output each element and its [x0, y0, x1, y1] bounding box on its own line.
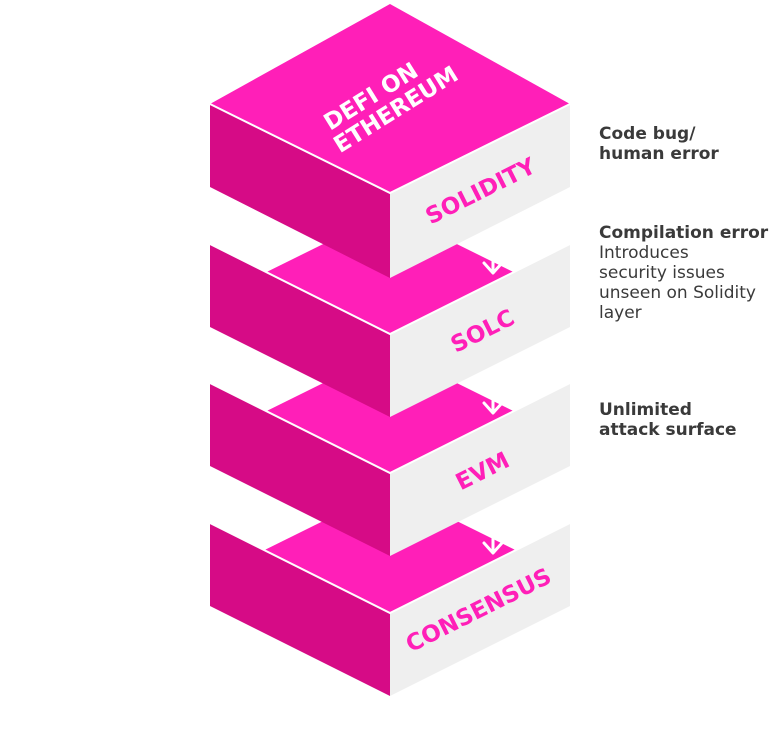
code-bug-title: Code bug/ — [599, 124, 696, 144]
evm-block-right — [390, 383, 570, 556]
arrow-solidity-to-solc — [482, 228, 504, 275]
consensus-block-left — [210, 523, 390, 696]
evm-block-edge — [209, 382, 571, 475]
solidity-block: DEFI ON ETHEREUM SOLIDITY — [209, 4, 571, 278]
code-bug-subtitle: human error — [599, 144, 719, 164]
attack-surface-line-1: Unlimited — [599, 400, 692, 420]
solidity-block-left — [210, 104, 390, 278]
evm-block-left — [210, 383, 390, 556]
compilation-error-line-1: Introduces — [599, 243, 689, 263]
solc-block-top — [210, 211, 570, 390]
solc-block-edge — [209, 243, 571, 336]
code-bug-note: Code bug/ human error — [599, 124, 719, 164]
compilation-error-title: Compilation error — [599, 223, 769, 243]
solc-block-right — [390, 244, 570, 417]
arrow-evm-to-consensus — [482, 506, 504, 555]
attack-surface-line-2: attack surface — [599, 420, 737, 440]
arrow-solc-to-evm — [482, 366, 504, 415]
compilation-error-line-3: unseen on Solidity — [599, 283, 756, 303]
consensus-block-edge — [209, 522, 571, 615]
solidity-block-right — [390, 104, 570, 278]
evm-block-top — [210, 350, 570, 529]
solc-block-left — [210, 244, 390, 417]
solidity-block-top — [210, 4, 570, 193]
attack-surface-note: Unlimited attack surface — [599, 400, 737, 440]
solc-block: SOLC — [209, 211, 571, 417]
solidity-block-edge — [209, 103, 571, 195]
consensus-block-top — [210, 488, 570, 667]
evm-block: EVM — [209, 350, 571, 556]
consensus-block-right — [390, 523, 570, 696]
compilation-error-note: Compilation error Introduces security is… — [599, 223, 768, 323]
compilation-error-line-4: layer — [599, 303, 642, 323]
compilation-error-line-2: security issues — [599, 263, 725, 283]
consensus-block: CONSENSUS — [209, 488, 571, 696]
